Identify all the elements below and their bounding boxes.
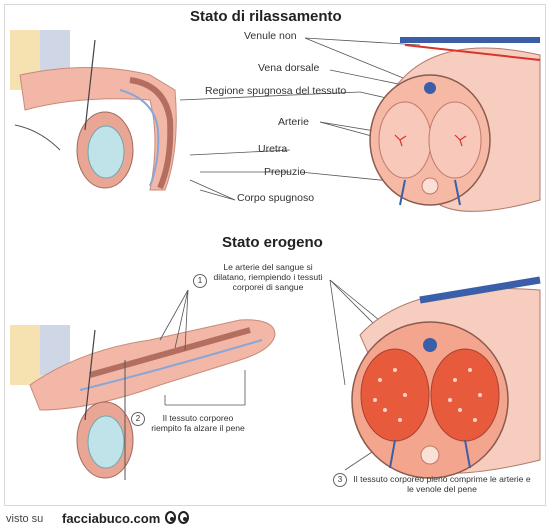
urethra-section: [421, 177, 439, 195]
note-tissue-compresses: Il tessuto corporeo pieno comprime le ar…: [353, 474, 531, 494]
erogenous-side-view: [10, 319, 276, 480]
relaxed-deep-veins: [399, 179, 461, 206]
callout-number-2: 2: [131, 412, 145, 426]
watermark-footer: visto su facciabuco.com: [0, 506, 550, 531]
relaxed-side-view: [10, 30, 177, 191]
label-prepuzio: Prepuzio: [264, 166, 306, 178]
corpus-cavernosum-relaxed: [129, 77, 174, 190]
artery-top: [404, 44, 541, 61]
relaxed-artery-right: [454, 134, 467, 147]
dorsal-vein-section: [424, 82, 436, 94]
erect-tissue-texture: [373, 368, 482, 422]
label-uretra: Uretra: [258, 143, 288, 155]
relaxed-cavernosum-right: [428, 101, 482, 179]
testis-relaxed: [87, 125, 125, 179]
footer-visto-su: visto su: [6, 513, 44, 525]
callout-number-1: 1: [193, 274, 207, 288]
label-arterie: Arterie: [278, 116, 309, 128]
relaxed-cavernosum-left: [378, 101, 432, 179]
dorsal-vein-bottom: [419, 276, 541, 304]
callout-number-3: 3: [333, 473, 347, 487]
corpus-cavernosum-erect: [89, 327, 251, 378]
footer-brand[interactable]: facciabuco.com: [62, 511, 161, 526]
relaxed-artery-left: [394, 134, 407, 147]
urethra-relaxed: [119, 89, 160, 187]
title-erogenous: Stato erogeno: [222, 234, 323, 251]
label-venule: Venule non: [244, 30, 297, 42]
skin-outline-relaxed: [14, 124, 61, 151]
dorsal-vein-section-2: [423, 338, 437, 352]
label-corpo-spugnoso: Corpo spugnoso: [237, 192, 315, 204]
label-regione-spugnosa: Regione spugnosa del tessuto: [205, 85, 347, 97]
vas-deferens-erect: [84, 329, 96, 421]
erect-cavernosum-left: [360, 348, 430, 442]
note-arteries-dilate: Le arterie del sangue si dilatano, riemp…: [213, 262, 323, 292]
erogenous-cross-section: [351, 276, 541, 479]
urethra-section-2: [420, 445, 440, 465]
googly-eyes-icon: [165, 511, 191, 525]
erect-cavernosum-right: [430, 348, 500, 442]
note-tissue-filled: Il tessuto corporeo riempito fa alzare i…: [151, 413, 245, 433]
relaxed-cross-section: [369, 37, 541, 212]
urethra-erect: [79, 339, 263, 391]
title-relaxed: Stato di rilassamento: [190, 8, 342, 25]
testis-erect: [87, 415, 125, 469]
vas-deferens-relaxed: [84, 39, 96, 131]
erect-deep-veins: [389, 439, 471, 469]
label-vena-dorsale: Vena dorsale: [258, 62, 320, 74]
